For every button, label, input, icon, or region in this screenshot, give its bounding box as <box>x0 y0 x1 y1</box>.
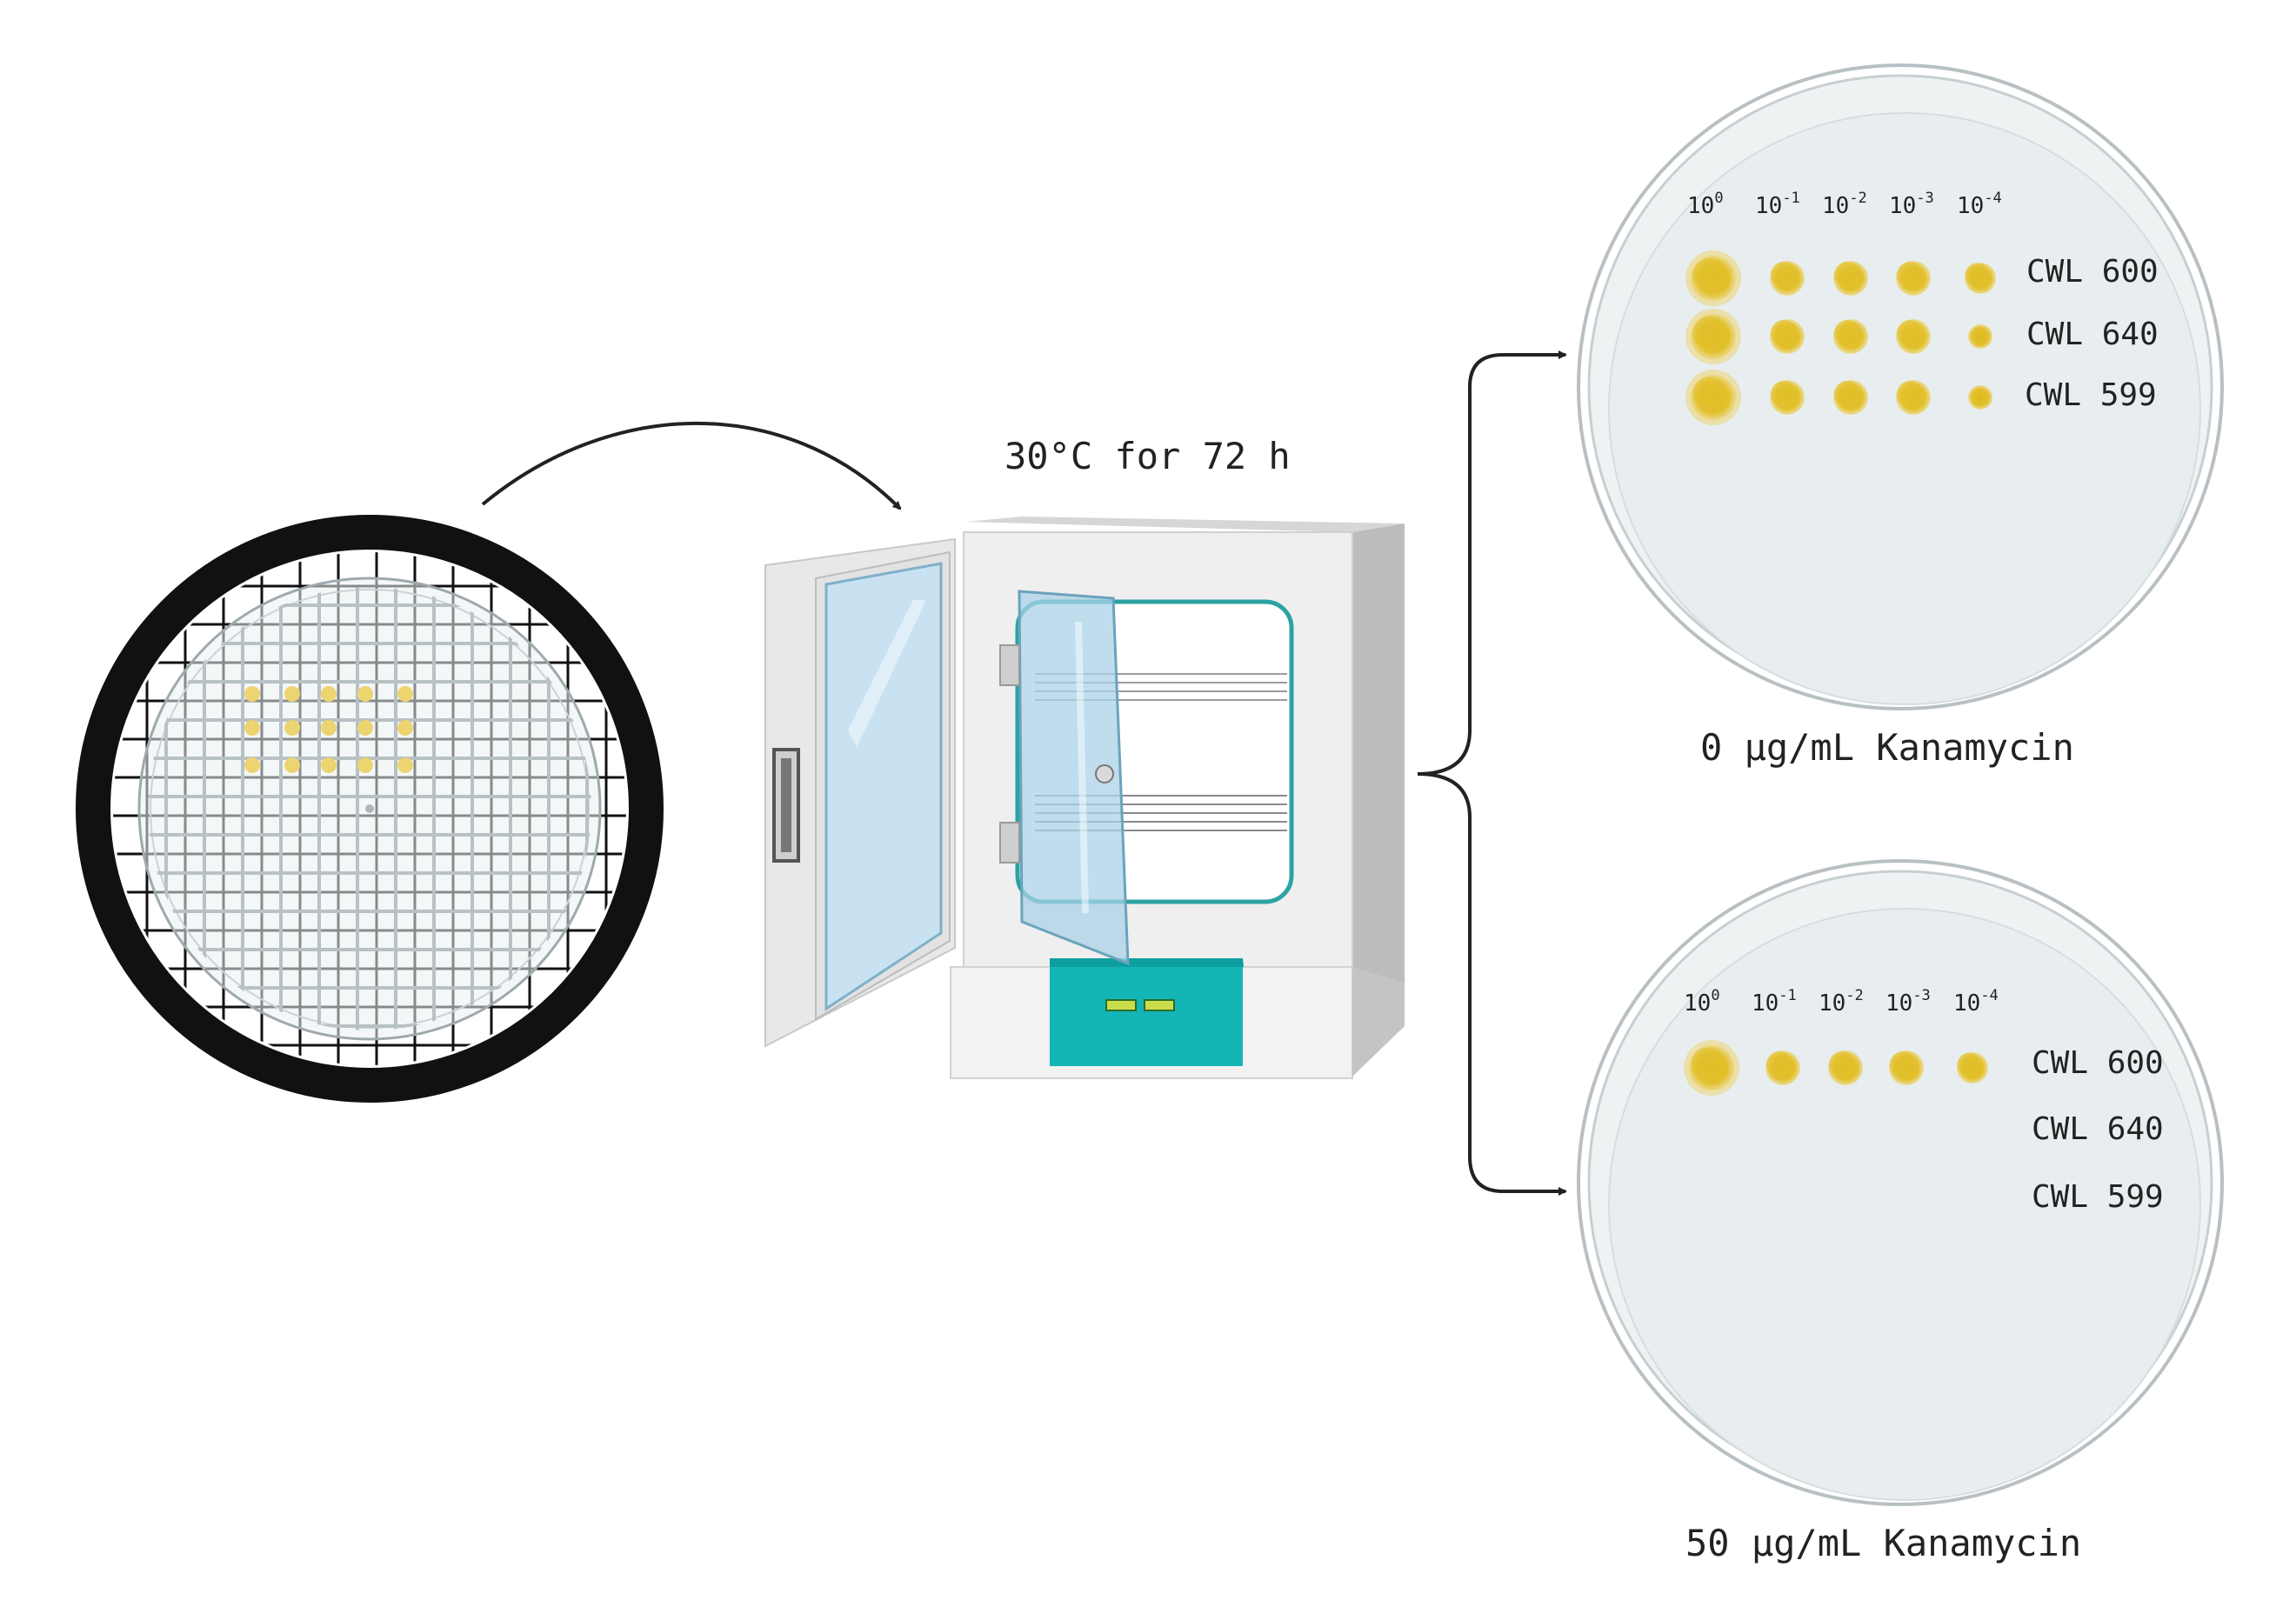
colony-overlap <box>1834 381 1860 407</box>
inoculum-spot <box>357 720 373 736</box>
plate-b-agar <box>1608 908 2201 1501</box>
inoculum-spot <box>397 686 413 702</box>
inoculum-spot <box>284 720 300 736</box>
colony-overlap <box>1965 263 1989 287</box>
result-plate-a <box>1577 63 2224 710</box>
hinge-top <box>999 644 1020 686</box>
strain-label: CWL 640 <box>2026 317 2159 352</box>
incubation-condition-label: 30°C for 72 h <box>1004 435 1291 477</box>
inoculum-spot <box>357 686 373 702</box>
plate-a-condition-label: 0 μg/mL Kanamycin <box>1700 726 2074 769</box>
dilution-label: 10-2 <box>1819 987 1864 1017</box>
incubator-top <box>965 517 1405 532</box>
inoculum-spot <box>244 720 260 736</box>
incubator-side <box>1352 523 1405 1077</box>
inner-door-glass-panel <box>1018 590 1130 966</box>
strain-label: CWL 600 <box>2032 1045 2164 1081</box>
dilution-label: 10-1 <box>1752 987 1797 1017</box>
dilution-label: 100 <box>1687 190 1724 219</box>
colony <box>1968 385 1992 410</box>
dilution-label: 10-4 <box>1957 190 2002 219</box>
colony <box>1968 324 1992 349</box>
colony-overlap <box>1834 320 1860 346</box>
dilution-label: 10-3 <box>1886 987 1931 1017</box>
incubator-base-side <box>1352 967 1405 1077</box>
inoculum-spot <box>321 720 337 736</box>
inoculum-spots <box>244 686 413 773</box>
dilution-label: 10-3 <box>1889 190 1934 219</box>
inoculum-spot <box>284 757 300 773</box>
inoculum-spot <box>397 757 413 773</box>
panel-display-right <box>1144 999 1175 1011</box>
dilution-label: 100 <box>1684 987 1720 1017</box>
glass-reflection <box>1075 621 1089 914</box>
split-bracket <box>1417 350 1567 1196</box>
door-latch <box>1095 764 1114 783</box>
inoculum-spot <box>321 757 337 773</box>
plate-b-condition-label: 50 μg/mL Kanamycin <box>1685 1522 2082 1564</box>
colony-overlap <box>1957 1052 1981 1077</box>
inoculation-plate <box>76 515 664 1103</box>
plate-center-mark <box>365 804 374 813</box>
colony-overlap <box>1692 257 1727 292</box>
dilution-label: 10-4 <box>1953 987 1999 1017</box>
window-reflection <box>848 600 926 748</box>
colony-overlap <box>1897 262 1923 288</box>
inoculum-spot <box>284 686 300 702</box>
control-panel-top <box>1050 958 1244 967</box>
colony-overlap <box>1771 262 1797 288</box>
ring-notch <box>355 517 384 546</box>
incubator <box>764 517 1405 1079</box>
transfer-arrow <box>481 421 902 510</box>
strain-label: CWL 599 <box>2032 1179 2164 1215</box>
colony-overlap <box>1829 1051 1855 1077</box>
colony-overlap <box>1692 316 1727 350</box>
colony-overlap <box>1691 1047 1725 1082</box>
inoculum-spot <box>244 686 260 702</box>
result-plate-b <box>1577 859 2224 1506</box>
colony-overlap <box>1771 320 1797 346</box>
colony-overlap <box>1771 381 1797 407</box>
strain-label: CWL 600 <box>2026 254 2159 290</box>
door-handle-grip <box>781 758 791 852</box>
panel-display-left <box>1105 999 1137 1011</box>
colony-overlap <box>1890 1051 1916 1077</box>
strain-label: CWL 640 <box>2032 1111 2164 1147</box>
inoculum-spot <box>357 757 373 773</box>
colony-overlap <box>1692 377 1727 411</box>
colony-overlap <box>1897 381 1923 407</box>
strain-label: CWL 599 <box>2025 377 2157 413</box>
control-panel <box>1050 958 1243 1066</box>
hinge-bottom <box>999 822 1020 864</box>
plate-a-colonies <box>1685 250 1996 425</box>
colony-overlap <box>1766 1051 1792 1077</box>
inoculum-spot <box>397 720 413 736</box>
colony-overlap <box>1897 320 1923 346</box>
outer-door-window <box>824 562 943 1011</box>
dilution-label: 10-1 <box>1755 190 1800 219</box>
inoculum-spot <box>321 686 337 702</box>
inoculum-spot <box>244 757 260 773</box>
plate-b-colonies <box>1684 1040 1988 1096</box>
colony-overlap <box>1834 262 1860 288</box>
dilution-label: 10-2 <box>1822 190 1867 219</box>
